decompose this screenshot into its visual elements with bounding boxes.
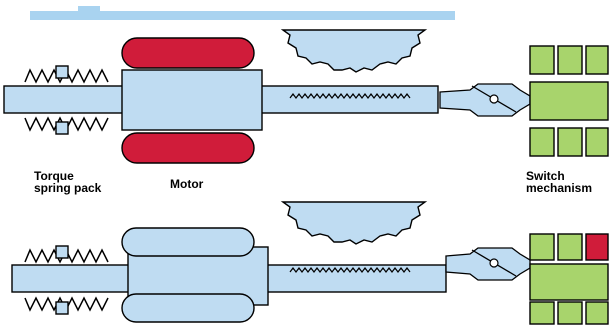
spring-collar-bottom-b — [55, 301, 69, 315]
worm-teeth-bottom — [289, 267, 411, 273]
motor-stator-upper-bottom — [121, 227, 255, 257]
torque-spring-pack-label-line2: spring pack — [34, 181, 102, 195]
switch-cam-top-6 — [585, 127, 609, 157]
motor-stator-lower-bottom — [121, 293, 255, 323]
switch-mechanism-bottom — [529, 233, 609, 325]
spring-collar-top-b — [55, 121, 69, 135]
switch-cam-bottom-4 — [529, 301, 555, 325]
switch-cam-top-5 — [557, 127, 583, 157]
header-bar-tab — [78, 6, 100, 12]
actuator-top — [3, 29, 609, 164]
switch-cam-bottom-6 — [585, 301, 609, 325]
switch-body-bottom — [529, 263, 609, 301]
coupling-bottom — [445, 247, 531, 281]
worm-gear-bottom — [280, 201, 428, 245]
motor-label: Motor — [170, 177, 204, 191]
spring-collar-bottom-a — [55, 245, 69, 259]
motor-stator-upper-top — [121, 37, 255, 69]
spring-collar-top-a — [55, 65, 69, 79]
coupling-pin-bottom — [489, 258, 499, 268]
switch-mechanism-label-line2: mechanism — [526, 181, 593, 195]
switch-cam-top-1 — [529, 45, 555, 75]
switch-cam-bottom-5 — [557, 301, 583, 325]
switch-cam-bottom-3 — [585, 233, 609, 261]
coupling-top — [439, 83, 531, 117]
switch-cam-top-2 — [557, 45, 583, 75]
motor-stator-lower-top — [121, 132, 255, 164]
worm-teeth-top — [289, 93, 411, 99]
switch-cam-top-3 — [585, 45, 609, 75]
actuator-bottom — [11, 201, 609, 325]
switch-cam-bottom-1 — [529, 233, 555, 261]
switch-mechanism-label-line1: Switch — [526, 169, 565, 183]
torque-spring-pack-label: Torque spring pack — [34, 170, 101, 194]
switch-cam-top-4 — [529, 127, 555, 157]
torque-spring-pack-label-line1: Torque — [34, 169, 74, 183]
switch-body-top — [529, 81, 609, 121]
switch-mechanism-top — [529, 45, 609, 157]
worm-gear-top — [280, 29, 428, 73]
motor-rotor-top — [121, 69, 263, 131]
switch-cam-bottom-2 — [557, 233, 583, 261]
coupling-pin-top — [489, 94, 499, 104]
header-bar — [30, 11, 455, 20]
switch-mechanism-label: Switch mechanism — [526, 170, 592, 194]
